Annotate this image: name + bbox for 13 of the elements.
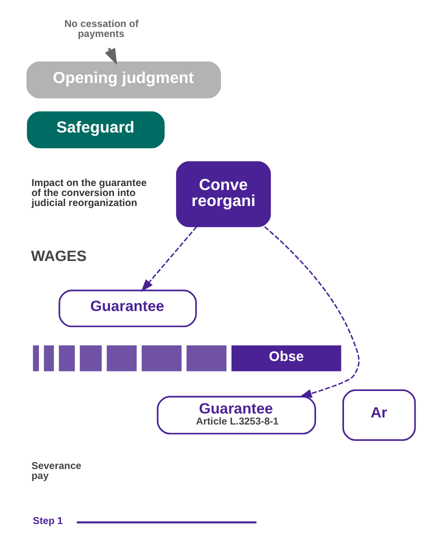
node-text: No cessation of payments [64,19,139,40]
label: Severance pay [31,461,82,482]
arrow [264,226,360,398]
node-box: Ar [342,389,416,441]
node-box: Guarantee [58,290,197,328]
label: Step 1 [32,516,63,527]
node-box: Conve reorgani [176,161,271,228]
label: Impact on the guarantee of the conversion into judicial reorganization [31,178,147,210]
node-box: Opening judgment [26,62,221,98]
node-box: Guarantee Article L.3253-8-1 [156,396,316,434]
node-box: Safeguard [26,111,165,148]
arrow [140,226,198,292]
label: WAGES [30,248,87,266]
